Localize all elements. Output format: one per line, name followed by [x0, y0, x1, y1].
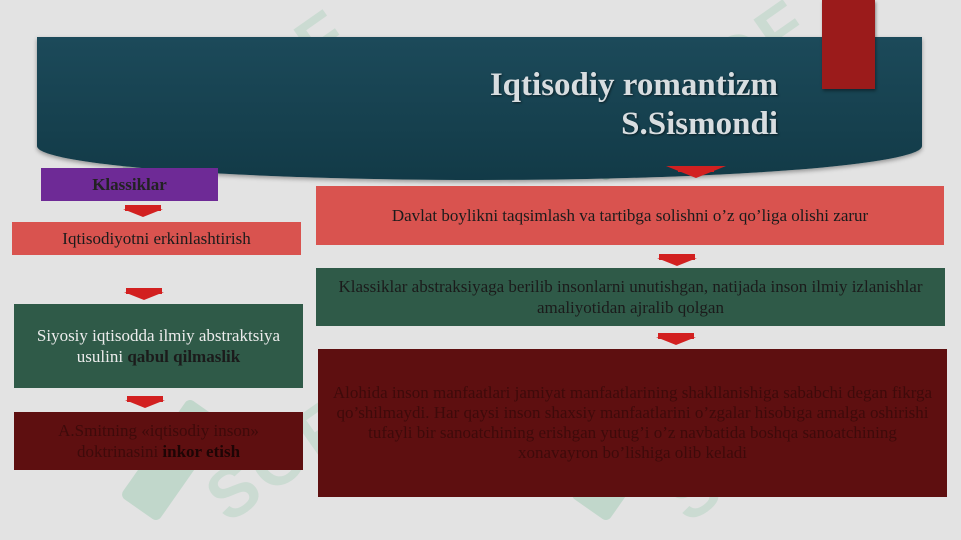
klassiklar-label-text: Klassiklar	[92, 175, 167, 194]
arrow-down-icon	[123, 205, 163, 217]
title-line-1: Iqtisodiy romantizm	[489, 67, 778, 103]
left-step-2-bold: qabul qilmaslik	[127, 347, 241, 366]
right-step-2-text: Klassiklar abstraksiyaga berilib insonla…	[338, 277, 923, 317]
title-banner	[37, 37, 922, 180]
arrow-down-icon	[657, 254, 697, 266]
right-step-2: Klassiklar abstraksiyaga berilib insonla…	[316, 268, 945, 326]
arrow-down-icon	[124, 288, 164, 300]
decorative-red-tab	[822, 0, 875, 89]
title-line-2: S.Sismondi	[621, 106, 778, 142]
right-step-1: Davlat boylikni taqsimlash va tartibga s…	[316, 186, 944, 245]
arrow-down-icon	[666, 166, 726, 178]
klassiklar-label: Klassiklar	[41, 168, 218, 201]
left-step-1-text: Iqtisodiyotni erkinlashtirish	[62, 229, 251, 248]
left-step-3-text: A.Smitning «iqtisodiy inson» doktrinasin…	[22, 420, 295, 462]
slide-title: Iqtisodiy romantizm S.Sismondi	[490, 66, 778, 144]
left-step-2-plain: Siyosiy iqtisodda ilmiy abstraktsiya usu…	[36, 326, 281, 366]
left-step-2-text: Siyosiy iqtisodda ilmiy abstraktsiya usu…	[22, 325, 295, 367]
right-step-1-text: Davlat boylikni taqsimlash va tartibga s…	[391, 206, 869, 225]
left-step-3-plain: A.Smitning «iqtisodiy inson» doktrinasin…	[58, 421, 259, 461]
left-step-3-bold: inkor etish	[162, 442, 241, 461]
arrow-down-icon	[125, 396, 165, 408]
right-step-3: Alohida inson manfaatlari jamiyat manfaa…	[318, 349, 947, 497]
left-step-1: Iqtisodiyotni erkinlashtirish	[12, 222, 301, 255]
left-step-3: A.Smitning «iqtisodiy inson» doktrinasin…	[14, 412, 303, 470]
arrow-down-icon	[656, 333, 696, 345]
right-step-3-text: Alohida inson manfaatlari jamiyat manfaa…	[332, 383, 933, 462]
left-step-2: Siyosiy iqtisodda ilmiy abstraktsiya usu…	[14, 304, 303, 388]
